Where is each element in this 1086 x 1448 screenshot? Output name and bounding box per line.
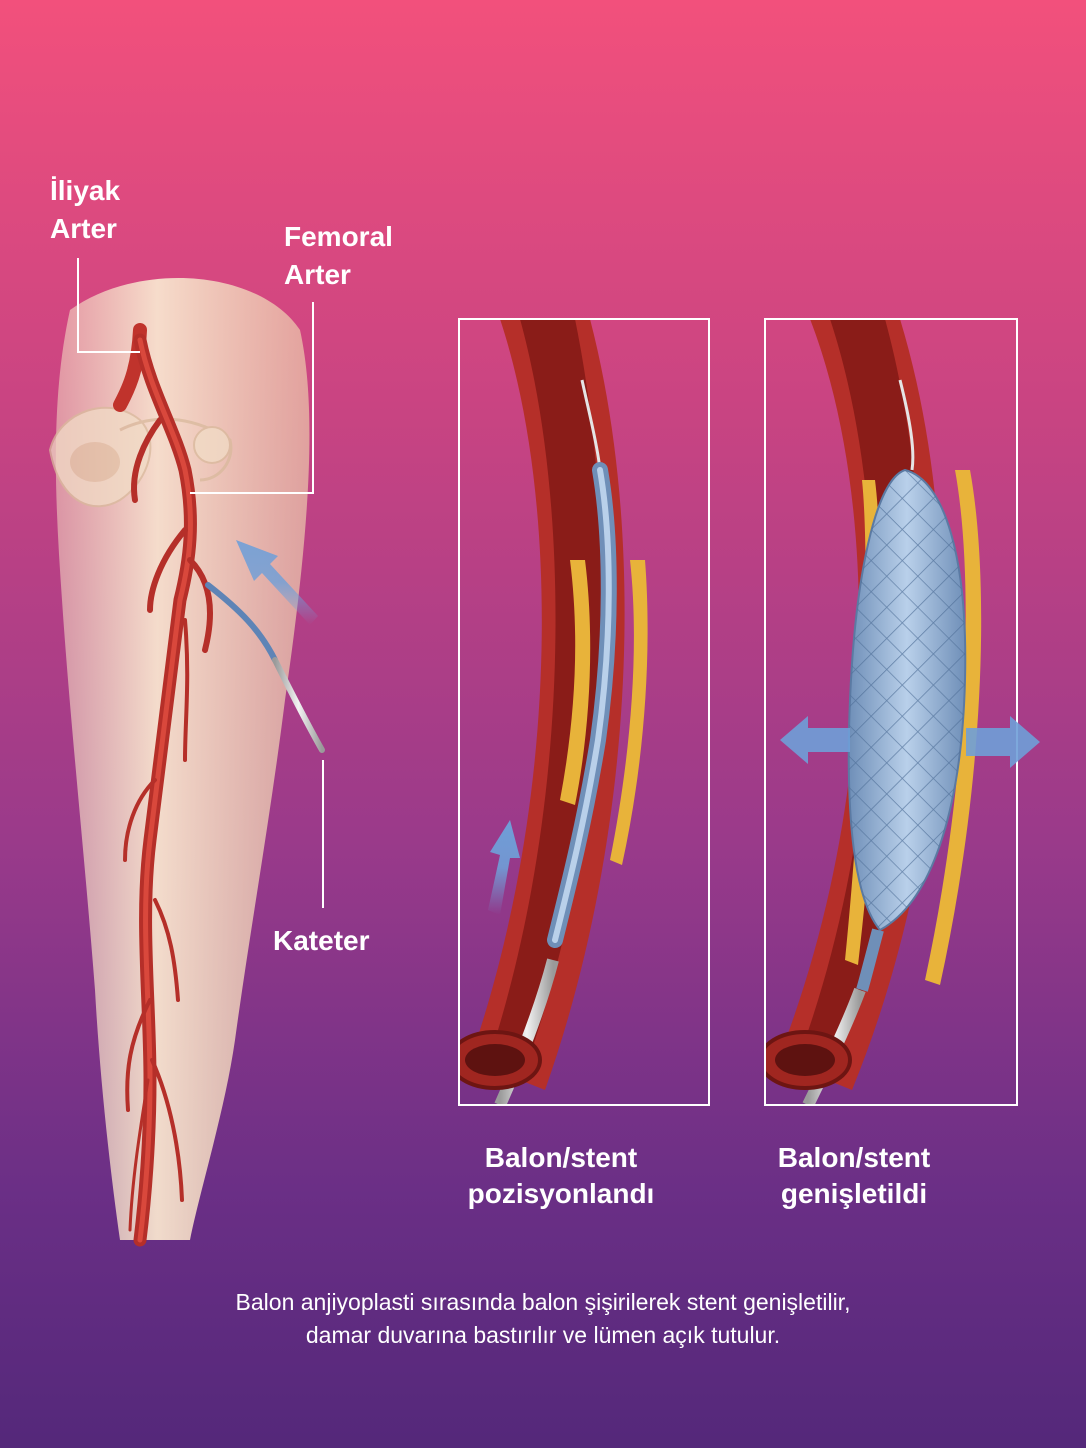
label-kateter: Kateter bbox=[273, 925, 370, 956]
panel-expanded-caption: Balon/stent genişletildi bbox=[777, 1142, 931, 1209]
panel-positioned-arrow bbox=[488, 820, 520, 915]
panel-positioned-caption: Balon/stent pozisyonlandı bbox=[467, 1142, 655, 1209]
panel-positioned-frame bbox=[458, 318, 710, 1106]
pelvis-bone bbox=[48, 406, 233, 508]
expand-right-arrow bbox=[966, 716, 1040, 768]
panel-positioned bbox=[458, 318, 710, 1106]
leg bbox=[55, 277, 310, 1240]
leg-catheter bbox=[205, 582, 325, 753]
artery-tree bbox=[113, 323, 213, 1247]
iliyak-leader bbox=[77, 258, 140, 353]
panel-expanded-frame bbox=[764, 318, 1018, 1106]
panel-expanded bbox=[764, 318, 1040, 1106]
label-iliyak-arter: İliyak Arter bbox=[50, 175, 121, 244]
footer-caption: Balon anjiyoplasti sırasında balon şişir… bbox=[235, 1289, 851, 1348]
leg-arrow bbox=[236, 540, 318, 625]
expand-left-arrow bbox=[780, 716, 850, 764]
label-femoral-arter: Femoral Arter bbox=[284, 221, 393, 290]
label-leader-lines bbox=[77, 258, 324, 908]
femoral-leader bbox=[190, 302, 314, 494]
